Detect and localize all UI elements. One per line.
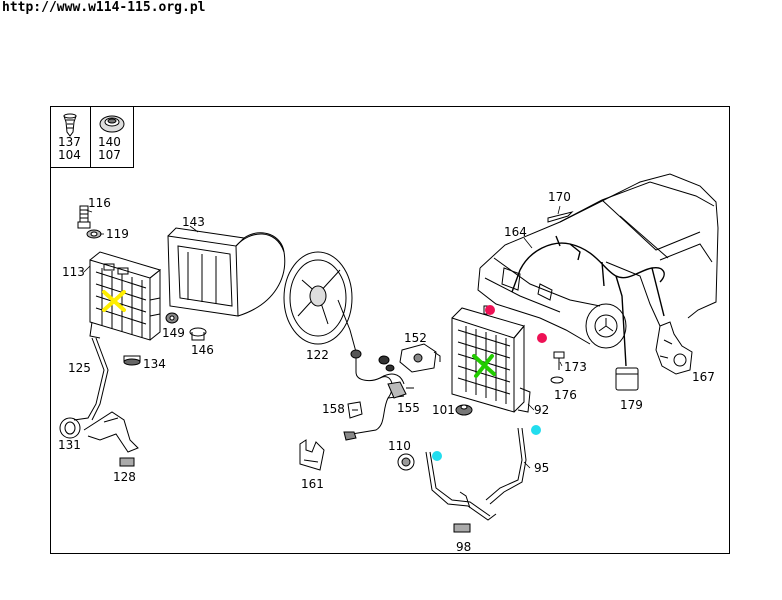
label-179: 179 [620, 398, 643, 412]
fitting-110 [397, 453, 415, 471]
fan-shroud-143 [167, 227, 286, 317]
marker-cyan-dot-1 [432, 451, 442, 461]
pin-146 [189, 327, 207, 341]
leader-lines [83, 205, 563, 469]
legend-divider [90, 106, 91, 167]
label-149: 149 [162, 326, 185, 340]
label-170: 170 [548, 190, 571, 204]
hose-95 [485, 427, 527, 505]
relay-179 [615, 367, 639, 391]
source-url: http://www.w114-115.org.pl [2, 0, 206, 15]
marker-pink-dot-2 [537, 333, 547, 343]
part-labels: 116 119 113 143 149 146 134 125 131 128 … [58, 190, 715, 554]
label-125: 125 [68, 361, 91, 375]
legend-item-1-top: 137 [58, 135, 81, 149]
label-164: 164 [504, 225, 527, 239]
label-143: 143 [182, 215, 205, 229]
washer-176 [550, 376, 564, 384]
sensor-155 [387, 381, 414, 399]
mount-149 [165, 312, 179, 324]
label-176: 176 [554, 388, 577, 402]
radiator-92 [451, 305, 531, 413]
label-110: 110 [388, 439, 411, 453]
label-158: 158 [322, 402, 345, 416]
bracket-128 [83, 411, 139, 467]
label-116: 116 [88, 196, 111, 210]
legend-item-1-bottom: 104 [58, 148, 81, 162]
diagram-frame [50, 106, 730, 554]
grommet-icon [99, 115, 125, 133]
label-92: 92 [534, 403, 549, 417]
label-155: 155 [397, 401, 420, 415]
bolt-173 [553, 351, 565, 370]
label-119: 119 [106, 227, 129, 241]
label-95: 95 [534, 461, 549, 475]
label-122: 122 [306, 348, 329, 362]
radiator-113 [89, 251, 162, 341]
bracket-98 [425, 451, 497, 533]
mount-101 [455, 404, 473, 416]
wiring-harness-164 [511, 235, 665, 367]
clip-158 [343, 401, 363, 441]
cap-131 [59, 417, 81, 439]
holder-161 [299, 439, 325, 471]
color-markers [102, 290, 547, 461]
marker-cyan-dot-2 [531, 425, 541, 435]
fan-122 [283, 251, 362, 359]
label-128: 128 [113, 470, 136, 484]
label-161: 161 [301, 477, 324, 491]
label-146: 146 [191, 343, 214, 357]
label-173: 173 [564, 360, 587, 374]
legend-item-2-bottom: 107 [98, 148, 121, 162]
marker-pink-dot-1 [485, 305, 495, 315]
marker-green-x [472, 354, 496, 378]
legend-box: 137 104 140 107 [50, 106, 134, 168]
label-101: 101 [432, 403, 455, 417]
marker-yellow-x [102, 290, 126, 312]
label-167: 167 [692, 370, 715, 384]
label-134: 134 [143, 357, 166, 371]
sensor-167 [655, 321, 693, 375]
switch-152 [378, 343, 441, 373]
label-152: 152 [404, 331, 427, 345]
label-98: 98 [456, 540, 471, 554]
car-outline [477, 173, 719, 349]
mount-134 [123, 355, 141, 366]
hose-125 [73, 337, 109, 421]
seal-119 [86, 229, 102, 239]
label-131: 131 [58, 438, 81, 452]
label-113: 113 [62, 265, 85, 279]
screw-plug-icon [63, 113, 77, 137]
legend-item-2-top: 140 [98, 135, 121, 149]
